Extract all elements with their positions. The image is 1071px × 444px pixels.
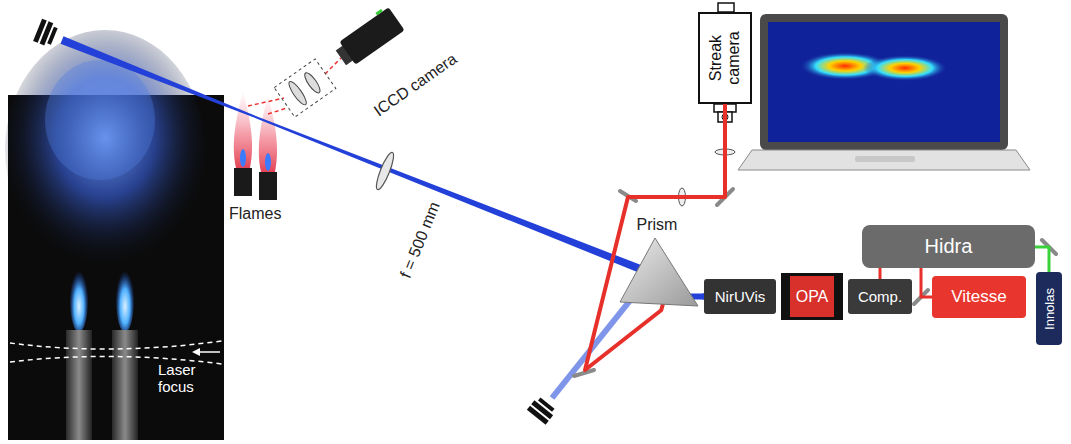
flames-label: Flames bbox=[229, 205, 281, 223]
laser-focus-label: Laser focus bbox=[158, 361, 214, 396]
beam-dump bbox=[33, 19, 59, 48]
optics-box: NirUVis bbox=[704, 279, 776, 314]
node-label: Hidra bbox=[925, 235, 973, 258]
laser-box: Vitesse bbox=[932, 276, 1026, 318]
streak-camera: Streak camera bbox=[698, 12, 752, 104]
flames-illustration bbox=[234, 90, 277, 200]
beam-path bbox=[879, 268, 882, 279]
laser-box: Innolas bbox=[1036, 272, 1062, 345]
pump-beam bbox=[61, 36, 650, 275]
amplifier-box: OPA bbox=[781, 273, 844, 320]
beam-path bbox=[585, 104, 725, 370]
prism: Prism bbox=[612, 216, 702, 310]
node-label: Innolas bbox=[1042, 288, 1057, 330]
compressor-box: Comp. bbox=[848, 279, 912, 314]
node-label: Streak camera bbox=[707, 26, 742, 90]
beam-dump bbox=[527, 396, 557, 425]
laptop bbox=[738, 14, 1030, 170]
node-label: OPA bbox=[796, 288, 829, 306]
beam-path bbox=[1035, 247, 1049, 272]
node-label: NirUVis bbox=[715, 288, 766, 305]
laser-box: Hidra bbox=[862, 225, 1035, 268]
focusing-lens bbox=[373, 151, 396, 191]
mirrors bbox=[574, 189, 1056, 376]
camera-label: ICCD camera bbox=[370, 50, 460, 120]
beam-path bbox=[921, 268, 932, 297]
node-label: Vitesse bbox=[951, 287, 1006, 307]
focal-length-label: f = 500 mm bbox=[397, 199, 444, 280]
node-label: Prism bbox=[637, 216, 678, 234]
node-label: Comp. bbox=[858, 288, 902, 305]
